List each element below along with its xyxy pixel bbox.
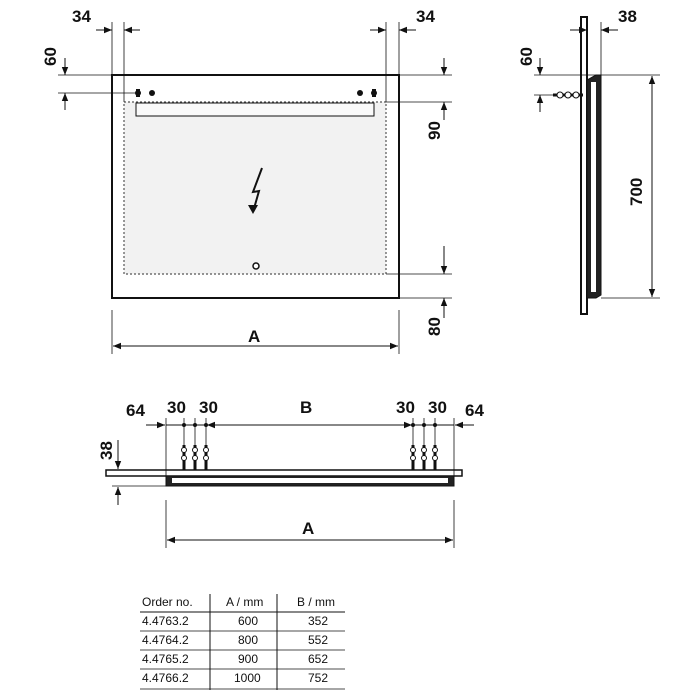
side-dim-top-offset: 60 (517, 47, 536, 66)
table-row: 4.4763.2 600 352 (142, 614, 328, 628)
front-dim-light-strip: 90 (425, 121, 444, 140)
table-header-order: Order no. (142, 595, 193, 609)
mount-points-left (135, 89, 155, 97)
top-screws-left (181, 445, 209, 470)
top-dim-right-spacing-1: 30 (396, 398, 415, 417)
side-view: 38 60 700 (517, 7, 660, 315)
front-dim-left-offset: 34 (72, 7, 91, 26)
order-table: Order no. A / mm B / mm 4.4763.2 600 352… (140, 594, 345, 690)
light-strip (135, 102, 375, 117)
side-mirror-glass (580, 16, 588, 315)
table-cell: 652 (308, 652, 328, 666)
top-dim-right-spacing-2: 30 (428, 398, 447, 417)
table-row: 4.4764.2 800 552 (142, 633, 328, 647)
table-cell: 4.4763.2 (142, 614, 189, 628)
top-dim-depth: 38 (97, 441, 116, 460)
top-dim-left-edge: 64 (126, 401, 145, 420)
table-cell: 4.4765.2 (142, 652, 189, 666)
top-dim-left-spacing-1: 30 (167, 398, 186, 417)
table-cell: 752 (308, 671, 328, 685)
lightning-bolt-icon (248, 167, 263, 214)
table-cell: 1000 (234, 671, 261, 685)
table-cell: 800 (238, 633, 258, 647)
table-header-a: A / mm (226, 595, 263, 609)
table-cell: 4.4764.2 (142, 633, 189, 647)
sensor-dot (252, 262, 260, 270)
top-dim-left-spacing-2: 30 (199, 398, 218, 417)
table-cell: 600 (238, 614, 258, 628)
top-dim-width: A (302, 519, 314, 538)
table-cell: 552 (308, 633, 328, 647)
front-dim-width: A (248, 327, 260, 346)
table-header-b: B / mm (297, 595, 335, 609)
table-row: 4.4765.2 900 652 (142, 652, 328, 666)
top-dim-between: B (300, 398, 312, 417)
front-dim-right-offset: 34 (416, 7, 435, 26)
front-view: 34 34 60 90 80 A (41, 7, 452, 354)
top-screws-right (410, 445, 438, 470)
side-dim-height: 700 (627, 178, 646, 206)
side-dim-depth: 38 (618, 7, 637, 26)
front-dim-bottom: 80 (425, 317, 444, 336)
table-cell: 900 (238, 652, 258, 666)
table-cell: 4.4766.2 (142, 671, 189, 685)
table-row: 4.4766.2 1000 752 (142, 671, 328, 685)
top-view: 64 30 30 B 30 30 64 38 A (97, 398, 484, 548)
top-glass-plate (105, 469, 463, 477)
top-dim-right-edge: 64 (465, 401, 484, 420)
side-screw-icon (553, 91, 583, 99)
table-cell: 352 (308, 614, 328, 628)
front-dim-top-offset: 60 (41, 47, 60, 66)
mount-points-right (357, 89, 377, 97)
